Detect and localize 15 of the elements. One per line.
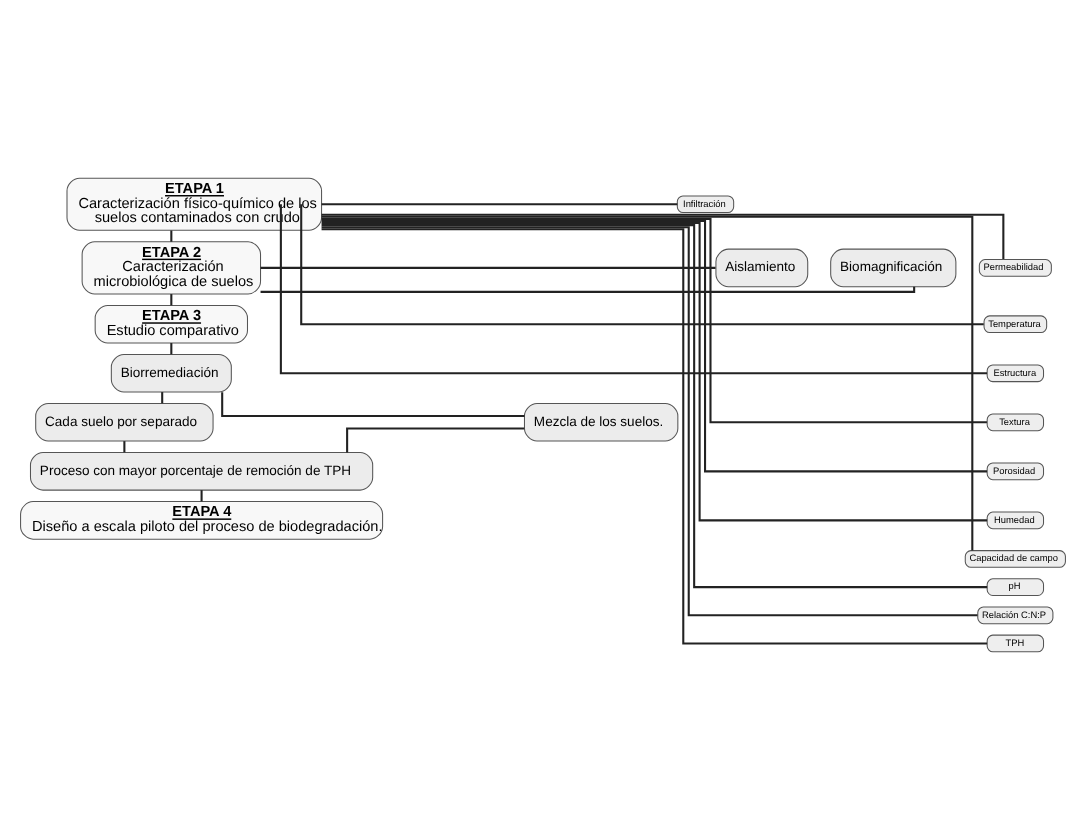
connector: [260, 285, 916, 292]
connector: [260, 265, 716, 268]
connector: [170, 229, 173, 241]
connector: [123, 440, 126, 452]
connector: [321, 212, 1005, 259]
connector: [200, 489, 203, 501]
connector: [170, 293, 173, 305]
connector: [321, 218, 987, 472]
connector: [170, 342, 173, 354]
connector: [321, 216, 987, 423]
connector: [279, 203, 987, 374]
connector: [321, 202, 678, 205]
connector: [300, 203, 984, 325]
connector: [346, 426, 525, 452]
connector: [161, 391, 164, 403]
